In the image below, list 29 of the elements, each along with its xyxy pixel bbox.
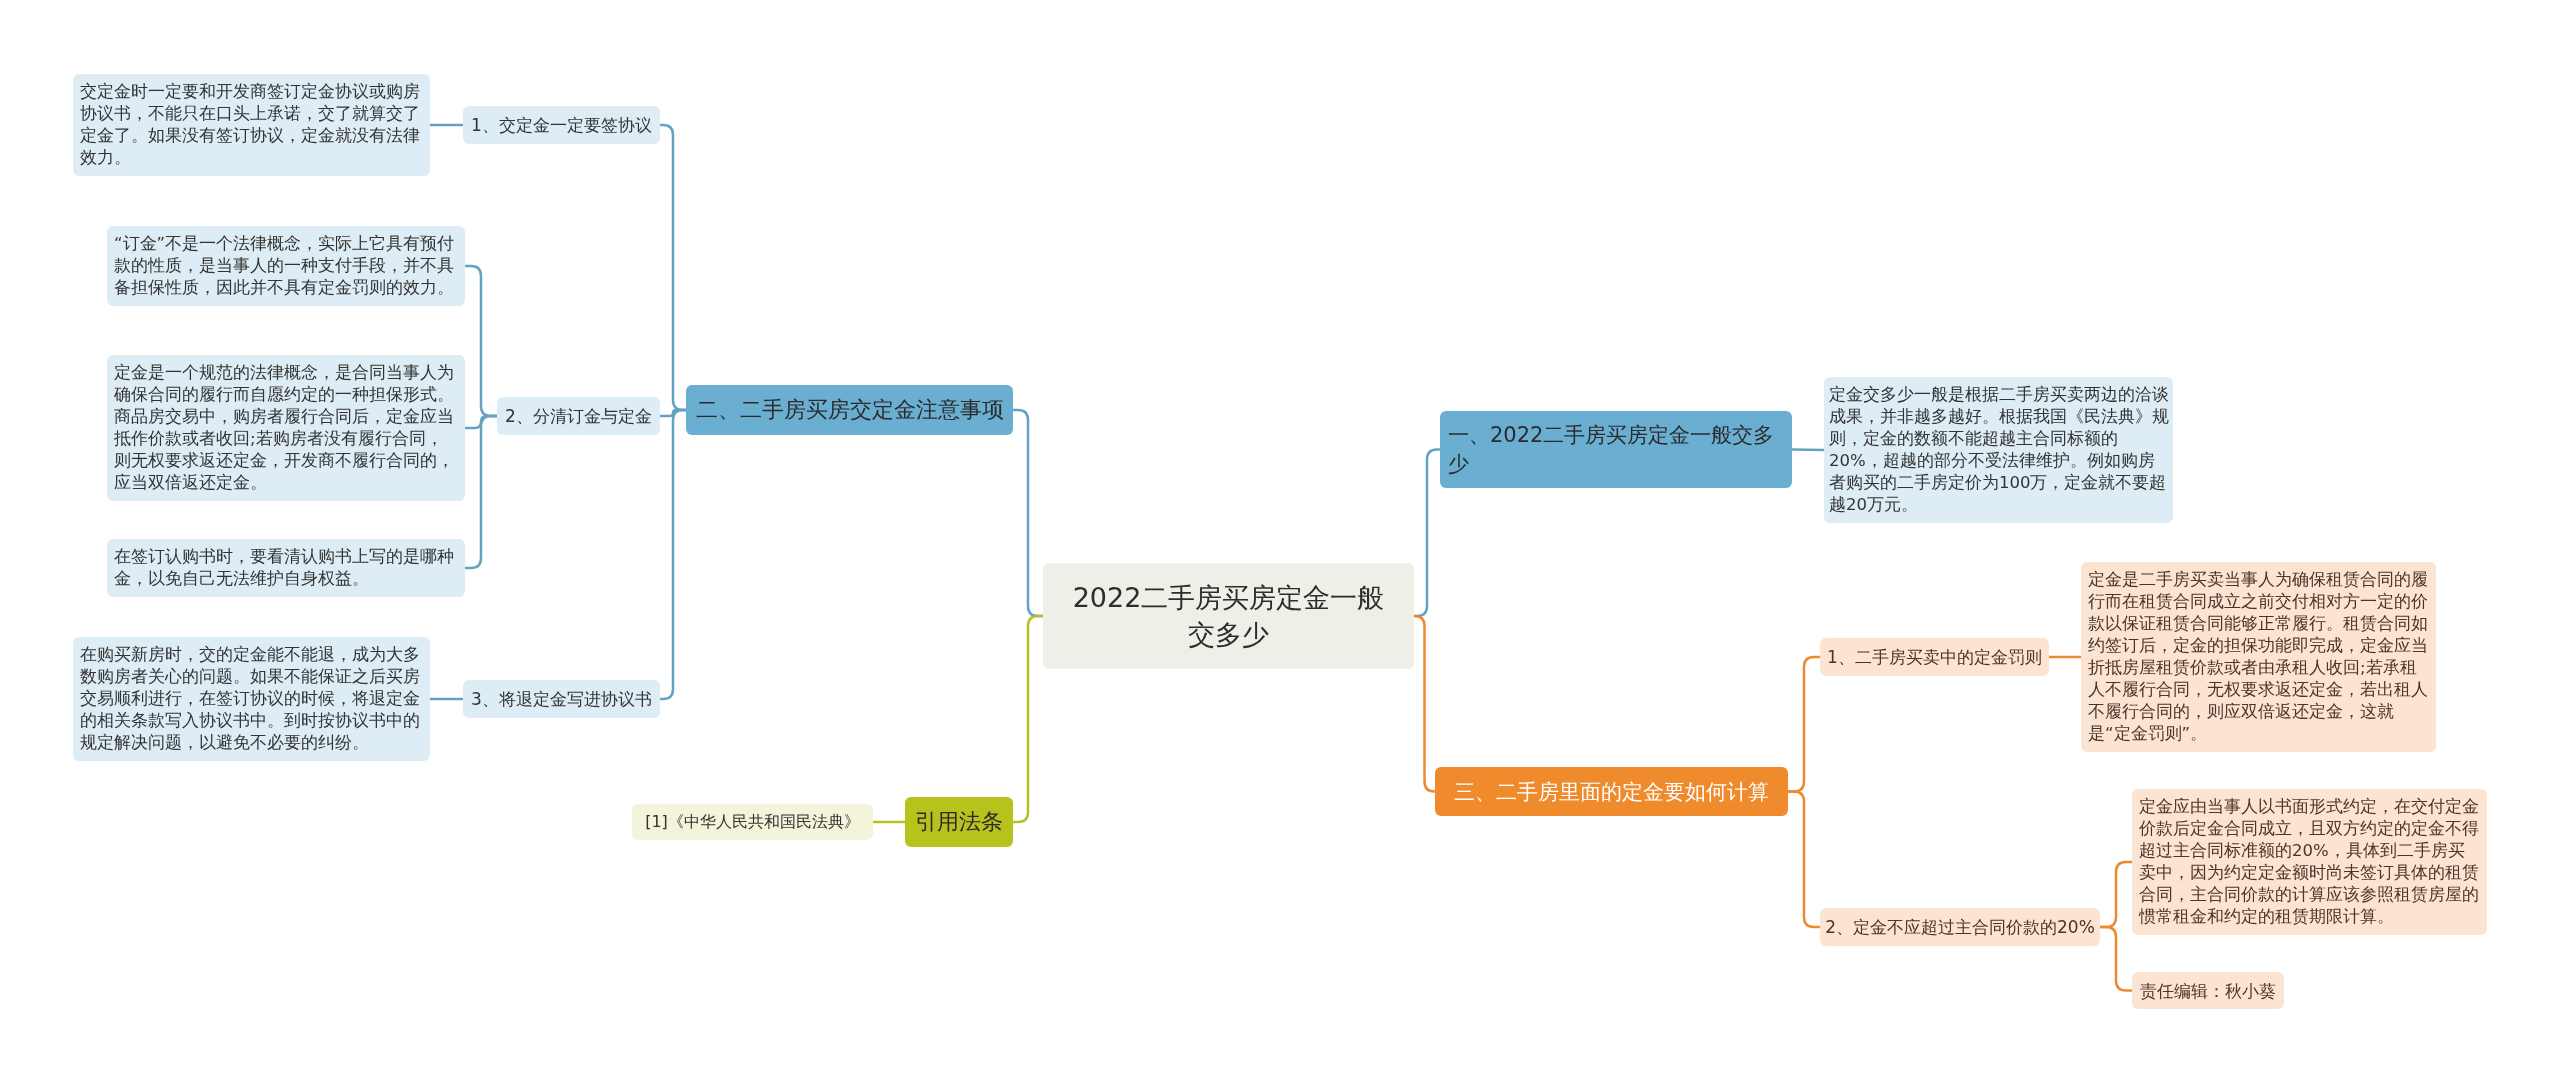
subtopic-box: 2、定金不应超过主合同价款的20% [1820,907,2100,946]
connector-line [2049,655,2081,659]
branch-box: 二、二手房买房交定金注意事项 [686,385,1013,435]
subtopic-box: 3、将退定金写进协议书 [463,679,660,718]
subtopic-box: 1、二手房买卖中的定金罚则 [1820,638,2049,676]
note-box: 定金是二手房买卖当事人为确保租赁合同的履行而在租赁合同成立之前交付相对方一定的价款以保证租赁合同能够正常履行。租赁合同如约签订后，定金的担保功能即完成，定金应当折抵房屋租赁价款或者由承租人收回;若承租人不履行合同，无权要求返还定金，若出租人不履行合同的，则应双倍返还定金，这就是“定金罚则”。 [2081,562,2436,752]
note-box: 定金应由当事人以书面形式约定，在交付定金价款后定金合同成立，且双方约定的定金不得超过主合同标准额的20%，具体到二手房买卖中，因为约定定金额时尚未签订具体的租赁合同，主合同价款的计算应该参照租赁房屋的惯常租金和约定的租赁期限计算。 [2132,789,2487,935]
note-box: 在签订认购书时，要看清认购书上写的是哪种金，以免自己无法维护自身权益。 [107,538,465,597]
branch-box: 引用法条 [905,797,1013,847]
note-box: 在购买新房时，交的定金能不能退，成为大多数购房者关心的问题。如果不能保证之后买房交易顺利进行，在签订协议的时候，将退定金的相关条款写入协议书中。到时按协议书中的规定解决问题，以避免不必要的纠纷。 [73,637,430,761]
connector-line [1791,448,1825,452]
subtopic-box: 2、分清订金与定金 [497,396,660,435]
note-box: 责任编辑：秋小葵 [2132,972,2284,1009]
connector-line [660,408,686,701]
connector-line [430,123,463,127]
branch-box: 三、二手房里面的定金要如何计算 [1435,767,1788,816]
note-box: 交定金时一定要和开发商签订定金协议或购房协议书，不能只在口头上承诺，交了就算交了定金了。如果没有签订协议，定金就没有法律效力。 [73,74,430,176]
note-box: [1]《中华人民共和国民法典》 [632,804,873,840]
connector-line [2100,925,2132,992]
connector-line [873,820,905,824]
connector-line [1788,790,1820,929]
connector-line [1413,614,1436,793]
note-box: 定金是一个规范的法律概念，是合同当事人为确保合同的履行而自愿约定的一种担保形式。商品房交易中，购房者履行合同后，定金应当抵作价款或者收回;若购房者没有履行合同，则无权要求返还定金，开发商不履行合同的，应当双倍返还定金。 [107,355,465,501]
note-box: 定金交多少一般是根据二手房买卖两边的洽谈成果，并非越多越好。根据我国《民法典》规则，定金的数额不能超越主合同标额的20%，超越的部分不受法律维护。例如购房者购买的二手房定价为100万，定金就不要超越20万元。 [1824,376,2173,523]
branch-box: 一、2022二手房买房定金一般交多少 [1440,411,1792,488]
central-topic-box: 2022二手房买房定金一般交多少 [1043,563,1414,669]
connector-line [430,697,463,701]
subtopic-box: 1、交定金一定要签协议 [463,106,660,144]
note-box: “订金”不是一个法律概念，实际上它具有预付款的性质，是当事人的一种支付手段，并不具备担保性质，因此并不具有定金罚则的效力。 [107,226,465,306]
